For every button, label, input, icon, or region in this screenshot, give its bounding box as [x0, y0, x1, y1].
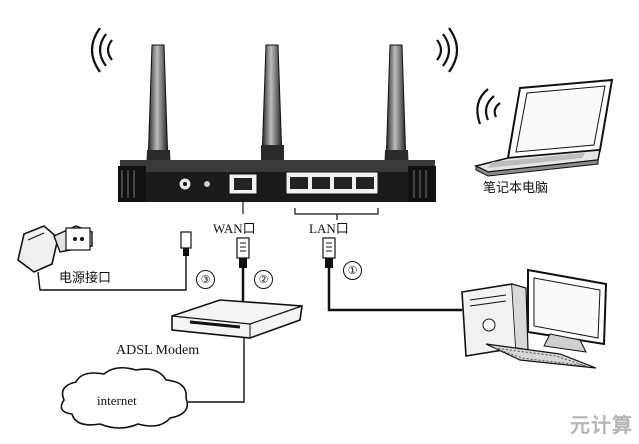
- lan-cable: [327, 268, 462, 312]
- adsl-modem-icon: [171, 299, 303, 339]
- lan-cable-plug-icon: [322, 237, 336, 268]
- step-one-marker: ①: [343, 261, 362, 280]
- internet-label: internet: [97, 393, 137, 408]
- power-port-label: 电源接口: [59, 271, 112, 286]
- laptop-icon: [473, 78, 614, 177]
- lan-port-label: LAN口: [309, 221, 349, 236]
- step-two-marker: ②: [254, 270, 273, 289]
- internet-cloud-icon: [60, 366, 189, 429]
- router-wifi-left-icon: [90, 27, 113, 73]
- modem-label: ADSL Modem: [116, 343, 200, 358]
- laptop-label: 笔记本电脑: [483, 181, 549, 196]
- power-cable: [37, 256, 187, 291]
- port-indicator-lines: [242, 198, 379, 220]
- step-three-marker: ③: [196, 270, 215, 289]
- wan-cable-plug-icon: [236, 237, 250, 268]
- power-adapter-icon: [17, 225, 93, 273]
- router-wifi-right-icon: [436, 27, 459, 73]
- desktop-computer-icon: [461, 268, 608, 369]
- wan-port-label: WAN口: [213, 221, 256, 236]
- router-icon: [118, 160, 436, 202]
- watermark-text: 元计算: [570, 413, 633, 437]
- laptop-wifi-icon: [476, 88, 501, 125]
- internet-line: [188, 338, 245, 403]
- power-plug-icon: [180, 231, 192, 256]
